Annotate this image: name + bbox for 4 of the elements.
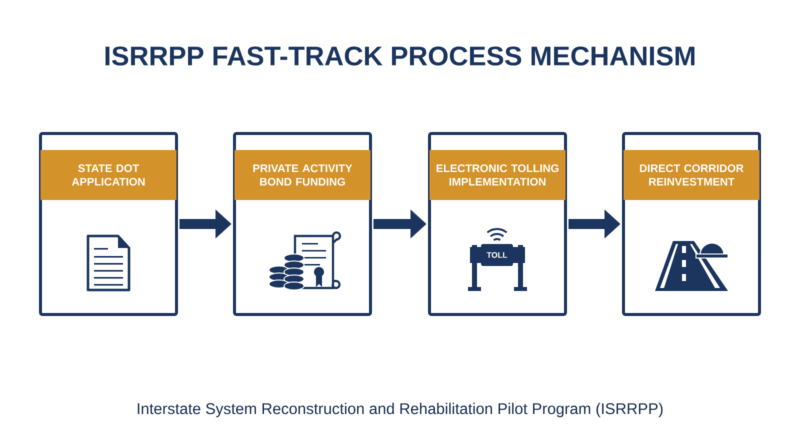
toll-sign-text: TOLL (486, 252, 508, 258)
caption: Interstate System Reconstruction and Rehabilitation Pilot Program (ISRRPP) (138, 402, 663, 418)
title: ISRRPP FAST-TRACK PROCESS MECHANISM (106, 46, 694, 66)
process-box: STATE DOT APPLICATION (39, 132, 178, 316)
